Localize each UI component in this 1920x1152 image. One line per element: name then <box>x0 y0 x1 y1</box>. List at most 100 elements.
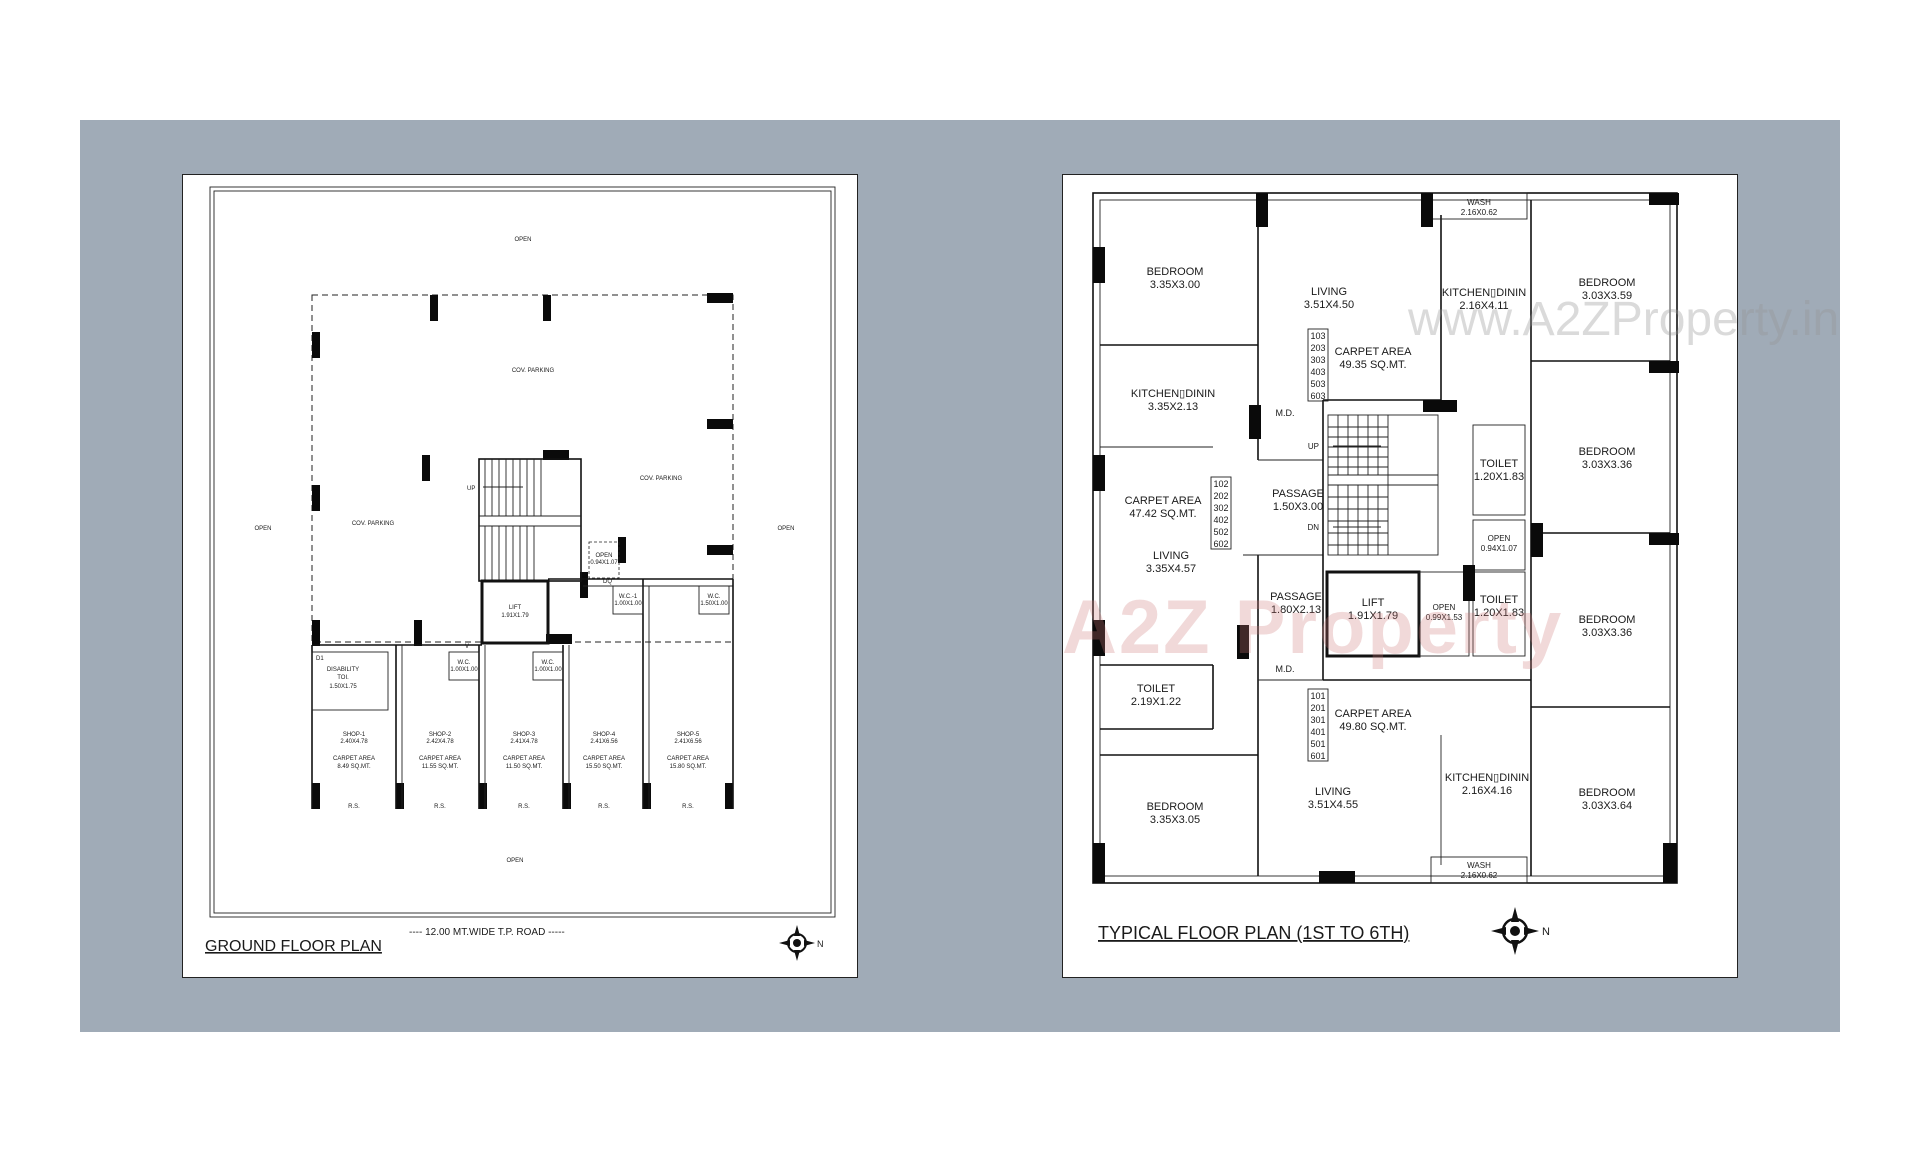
rolling-shutter-label: R.S. <box>348 804 360 810</box>
bedroom-dimension: 3.03X3.36 <box>1582 459 1632 471</box>
open-label-left: OPEN <box>254 526 271 532</box>
passage-label: PASSAGE <box>1270 591 1322 603</box>
open-label: OPEN <box>1433 603 1456 612</box>
shop-name: SHOP-1 <box>343 732 366 738</box>
passage-dimension: 1.80X2.13 <box>1271 604 1321 616</box>
rolling-shutter-label: R.S. <box>682 804 694 810</box>
bedroom-dimension: 3.03X3.64 <box>1582 800 1632 812</box>
shop-name: SHOP-2 <box>429 732 452 738</box>
shop-4: SHOP-4 2.41X6.56 CARPET AREA 15.50 SQ.MT… <box>583 732 625 810</box>
shop-walls <box>311 578 734 809</box>
open-shaft-dimension: 0.94X1.07 <box>590 560 618 566</box>
bedroom-dimension: 3.35X3.05 <box>1150 814 1200 826</box>
svg-text:503: 503 <box>1310 379 1325 389</box>
typical-floor-plan: BEDROOM 3.35X3.00 LIVING 3.51X4.50 KITCH… <box>1092 192 1679 955</box>
toilet-dimension: 1.20X1.83 <box>1474 471 1524 483</box>
bedroom-label: BEDROOM <box>1147 801 1204 813</box>
kitchen-label: KITCHEN▯DININ <box>1442 287 1526 299</box>
door-label: V <box>465 644 469 650</box>
kitchen-dimension: 2.16X4.11 <box>1459 300 1508 312</box>
living-label: LIVING <box>1315 786 1351 798</box>
passage-label: PASSAGE <box>1272 488 1324 500</box>
north-arrow-icon: N <box>1491 907 1550 955</box>
lift-shaft <box>480 579 550 645</box>
shop-dimension: 2.42X4.78 <box>426 739 454 745</box>
plot-boundary <box>209 186 836 918</box>
staircase: UP <box>467 458 582 582</box>
shop-name: SHOP-4 <box>593 732 616 738</box>
open-label: OPEN <box>1488 534 1511 543</box>
lift-label: LIFT <box>509 605 522 611</box>
columns <box>312 293 733 809</box>
unit-number-box <box>1307 688 1329 762</box>
wc-label: W.C. <box>542 660 555 666</box>
bedroom-label: BEDROOM <box>1579 277 1636 289</box>
carpet-area-label: CARPET AREA <box>1125 495 1202 507</box>
parking-label-left: COV. PARKING <box>352 521 395 527</box>
disability-toilet-label: DISABILITY <box>327 667 359 673</box>
svg-text:201: 201 <box>1310 703 1325 713</box>
living-label: LIVING <box>1311 286 1347 298</box>
svg-text:602: 602 <box>1213 539 1228 549</box>
svg-text:202: 202 <box>1213 491 1228 501</box>
carpet-area-label: CARPET AREA <box>1335 708 1412 720</box>
svg-text:402: 402 <box>1213 515 1228 525</box>
shop-5: SHOP-5 2.41X6.56 CARPET AREA 15.80 SQ.MT… <box>667 732 709 810</box>
wash-dimension: 2.16X0.62 <box>1461 871 1498 880</box>
wc5-label: W.C. <box>708 594 721 600</box>
carpet-area-value: 49.80 SQ.MT. <box>1339 721 1406 733</box>
shop-carpet-area: 11.55 SQ.MT. <box>422 764 459 770</box>
svg-text:101: 101 <box>1310 691 1325 701</box>
shop-dimension: 2.41X4.78 <box>510 739 538 745</box>
typical-floor-sheet: BEDROOM 3.35X3.00 LIVING 3.51X4.50 KITCH… <box>1062 174 1738 978</box>
open-label-bottom: OPEN <box>506 858 523 864</box>
north-arrow-icon: N <box>779 925 824 961</box>
shop-dimension: 2.41X6.56 <box>674 739 702 745</box>
disability-toilet-label2: TOI. <box>337 675 349 681</box>
passage-dimension: 1.50X3.00 <box>1273 501 1323 513</box>
north-label: N <box>1542 926 1550 938</box>
svg-text:302: 302 <box>1213 503 1228 513</box>
svg-text:401: 401 <box>1310 727 1325 737</box>
bedroom-label: BEDROOM <box>1579 614 1636 626</box>
url-watermark: www.A2ZProperty.in <box>1408 293 1840 346</box>
carpet-area-label: CARPET AREA <box>1335 346 1412 358</box>
unit-number-box <box>1307 328 1329 402</box>
disability-toilet-dimension: 1.50X1.75 <box>329 684 357 690</box>
living-dimension: 3.35X4.57 <box>1146 563 1196 575</box>
logo-watermark: A2Z Property <box>1062 585 1564 670</box>
svg-text:601: 601 <box>1310 751 1325 761</box>
open-dimension: 0.99X1.53 <box>1426 613 1463 622</box>
svg-text:203: 203 <box>1310 343 1325 353</box>
svg-text:603: 603 <box>1310 391 1325 401</box>
wc-dimension: 1.00X1.00 <box>534 667 562 673</box>
bedroom-dimension: 3.03X3.59 <box>1582 290 1632 302</box>
open-dimension: 0.94X1.07 <box>1481 544 1518 553</box>
shop-carpet-area: 11.50 SQ.MT. <box>506 764 543 770</box>
shop-dimension: 2.40X4.78 <box>340 739 368 745</box>
wash-dimension: 2.16X0.62 <box>1461 208 1498 217</box>
toilet-label: TOILET <box>1480 594 1519 606</box>
wash-label: WASH <box>1467 198 1491 207</box>
main-door-label: M.D. <box>1276 408 1295 418</box>
shop-carpet-label: CARPET AREA <box>667 756 709 762</box>
shop-2: SHOP-2 2.42X4.78 CARPET AREA 11.55 SQ.MT… <box>419 732 461 810</box>
shop-carpet-area: 15.50 SQ.MT. <box>586 764 623 770</box>
parking-label-right: COV. PARKING <box>640 476 683 482</box>
ground-floor-sheet: UP LIFT 1.91X1.79 OPEN 0.94X1.07 OPEN OP… <box>182 174 858 978</box>
bedroom-dimension: 3.35X3.00 <box>1150 279 1200 291</box>
toilet-label: TOILET <box>1137 683 1176 695</box>
open-shaft-label: OPEN <box>595 553 612 559</box>
shop-dimension: 2.41X6.56 <box>590 739 618 745</box>
bedroom-label: BEDROOM <box>1579 446 1636 458</box>
unit-numbers-top: 103 203 303 403 503 603 <box>1310 331 1325 401</box>
kitchen-label: KITCHEN▯DININ <box>1445 772 1529 784</box>
open-shaft <box>588 541 620 579</box>
stair-up-label: UP <box>467 486 475 492</box>
toilet-dimension: 2.19X1.22 <box>1131 696 1181 708</box>
rolling-shutter-label: R.S. <box>598 804 610 810</box>
svg-text:502: 502 <box>1213 527 1228 537</box>
north-label: N <box>817 939 824 949</box>
open-label-top: OPEN <box>514 237 531 243</box>
living-dimension: 3.51X4.50 <box>1304 299 1354 311</box>
